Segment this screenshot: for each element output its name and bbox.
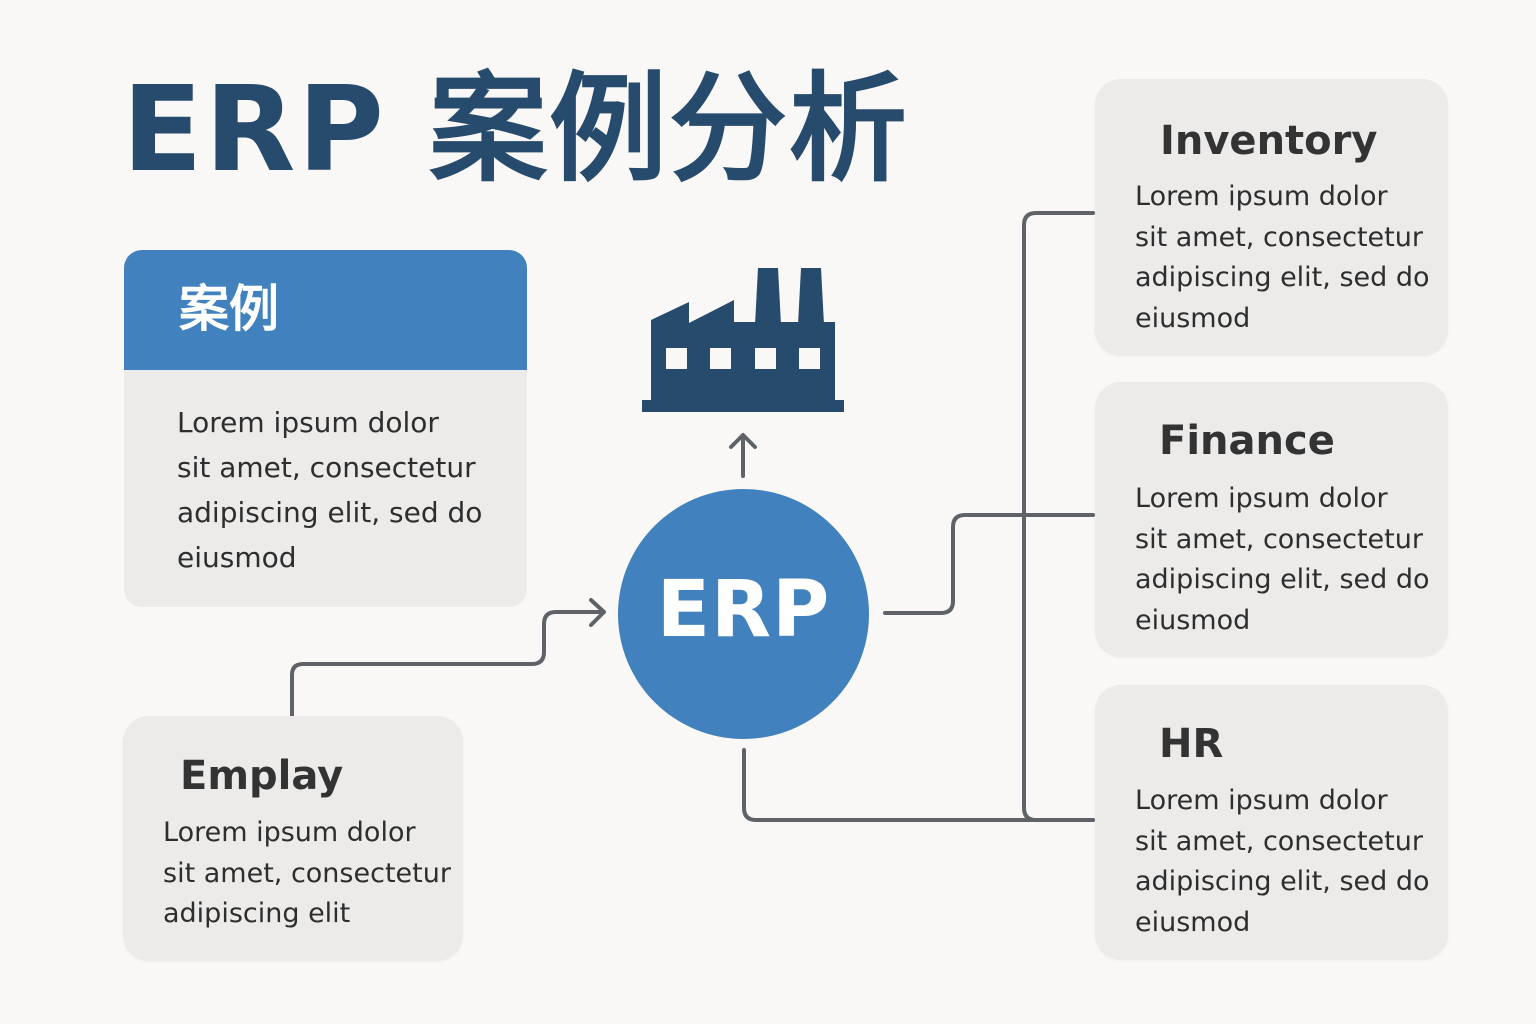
module-card-title: HR — [1159, 721, 1224, 767]
page-title: ERP 案例分析 — [122, 60, 910, 198]
module-card-body: Lorem ipsum dolor sit amet, consectetur … — [1135, 181, 1430, 334]
erp-hub: ERP — [618, 489, 869, 739]
case-card-header: 案例 — [124, 250, 527, 370]
module-card-inventory: Inventory Lorem ipsum dolor sit amet, co… — [1095, 79, 1448, 356]
module-card-finance: Finance Lorem ipsum dolor sit amet, cons… — [1095, 382, 1448, 657]
connector-emplay-erp — [290, 610, 604, 717]
module-card-body: Lorem ipsum dolor sit amet, consectetur … — [1135, 483, 1430, 636]
case-card-title: 案例 — [179, 280, 279, 338]
module-card-hr: HR Lorem ipsum dolor sit amet, consectet… — [1095, 685, 1448, 960]
connector-erp-hr — [742, 748, 1095, 822]
erp-hub-label: ERP — [656, 565, 831, 655]
employ-card-title: Emplay — [180, 753, 344, 799]
factory-icon — [642, 268, 844, 412]
employ-card-body: Lorem ipsum dolor sit amet, consectetur … — [163, 817, 451, 929]
connector-erp-finance — [883, 513, 1095, 615]
arrowhead-emplay-erp — [589, 598, 606, 627]
employ-card: Emplay Lorem ipsum dolor sit amet, conse… — [123, 716, 463, 961]
module-card-title: Finance — [1159, 418, 1335, 464]
case-card: 案例 Lorem ipsum dolor sit amet, consectet… — [124, 250, 527, 607]
case-card-body: Lorem ipsum dolor sit amet, consectetur … — [177, 406, 483, 574]
arrowhead-erp-factory — [729, 433, 757, 449]
module-card-title: Inventory — [1160, 118, 1378, 164]
module-card-body: Lorem ipsum dolor sit amet, consectetur … — [1135, 785, 1430, 938]
